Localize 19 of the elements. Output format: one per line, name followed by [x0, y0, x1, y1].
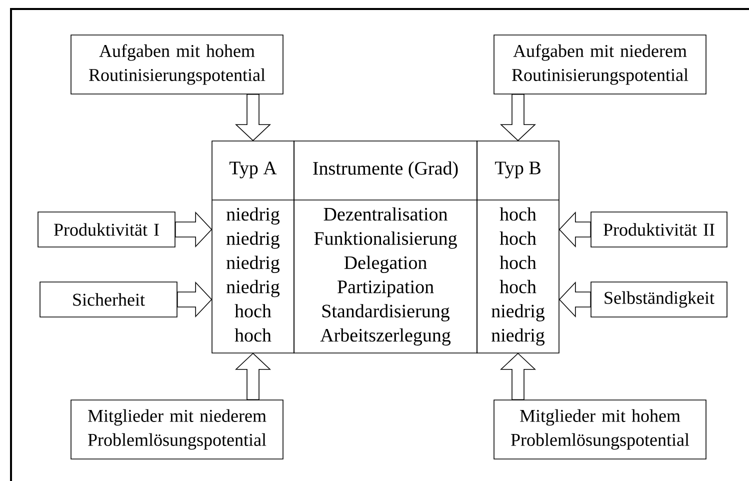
block-arrow [235, 94, 272, 142]
table-column: Typ A niedrig niedrig niedrig niedrig hoch hoch [212, 140, 294, 354]
text-box: Produktivität I [38, 212, 176, 248]
block-arrow [500, 352, 536, 400]
block-arrow [175, 211, 212, 248]
text-box: Mitglieder mit hohem Problemlösungspotential [494, 400, 706, 460]
table-column: Typ B hoch hoch hoch hoch niedrig niedrig [476, 140, 560, 354]
text-box: Mitglieder mit niederem Problemlösungspotential [70, 400, 284, 460]
table-column: Instrumente (Grad) Dezentralisation Funktionalisierung Delegation Partizipation Standardisierung Arbeitszerlegung [294, 140, 478, 354]
block-arrow [235, 352, 272, 400]
block-arrow [500, 94, 536, 142]
block-arrow [177, 281, 212, 318]
block-arrow [558, 281, 591, 318]
text-box: Produktivität II [590, 212, 728, 248]
text-box: Sicherheit [40, 282, 178, 318]
text-box: Selbständigkeit [590, 282, 728, 318]
text-box: Aufgaben mit hohem Routinisierungspotential [70, 34, 284, 94]
text-box: Aufgaben mit niederem Routinisierungspotential [494, 34, 706, 94]
block-arrow [558, 211, 591, 248]
